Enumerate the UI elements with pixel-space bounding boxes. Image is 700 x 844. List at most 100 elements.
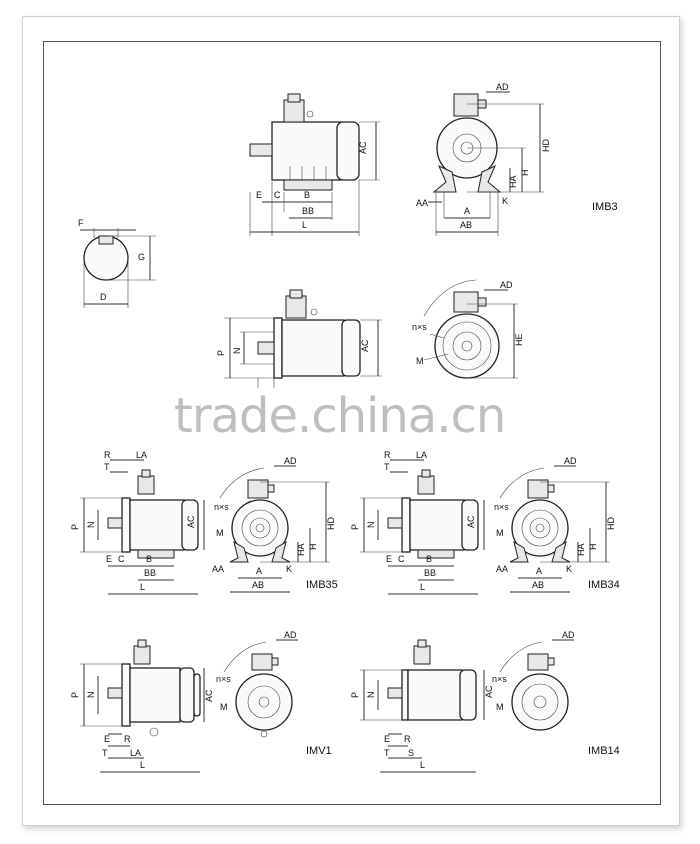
- dim-HD-b34: HD: [606, 517, 616, 530]
- drawing-sheet: E C B BB L AC AD HD H HA K AA A AB IMB3 …: [43, 41, 661, 805]
- dim-AC-v1: AC: [204, 689, 214, 702]
- dim-K: K: [502, 196, 508, 206]
- dim-AD-b34: AD: [564, 456, 577, 466]
- dim-H-b35: H: [308, 544, 318, 551]
- dim-A-b35: A: [256, 566, 262, 576]
- dim-P-b35: P: [70, 524, 80, 530]
- imb34-front-view: AD HD H HA K AA A AB n×s M IMB34: [494, 456, 620, 593]
- dim-LA-b34: LA: [416, 450, 427, 460]
- shaft-section: F G D: [78, 218, 156, 308]
- dim-AC-b34: AC: [466, 515, 476, 528]
- dim-AD-2: AD: [500, 280, 513, 290]
- imb14-front-view: AD n×s M IMB14: [492, 630, 620, 757]
- dim-BB-b34: BB: [424, 568, 436, 578]
- dim-M-b35: M: [216, 528, 224, 538]
- dim-P-v1: P: [70, 692, 80, 698]
- dim-nXs-b35: n×s: [214, 502, 229, 512]
- mount-label-imv1: IMV1: [306, 745, 332, 757]
- dim-M-v1: M: [220, 702, 228, 712]
- dim-LA-b35: LA: [136, 450, 147, 460]
- dim-G: G: [138, 252, 145, 262]
- dim-E-b35: E: [106, 554, 112, 564]
- dim-M: M: [416, 356, 424, 366]
- dim-BB: BB: [302, 206, 314, 216]
- dim-R-v1: R: [124, 734, 131, 744]
- dim-HA-b35: HA: [296, 543, 306, 556]
- dim-C-b34: C: [398, 554, 405, 564]
- dim-T-b14: T: [384, 748, 390, 758]
- dim-K-b35: K: [286, 564, 292, 574]
- mount-label-imb3: IMB3: [592, 201, 618, 213]
- dim-AD: AD: [496, 82, 509, 92]
- mount-label-imb34: IMB34: [588, 579, 620, 591]
- mount-label-imb35: IMB35: [306, 579, 338, 591]
- dim-AB: AB: [460, 220, 472, 230]
- dim-L-b35: L: [140, 582, 145, 592]
- dim-E-v1: E: [104, 734, 110, 744]
- dim-AD-v1: AD: [284, 630, 297, 640]
- dim-C: C: [274, 190, 281, 200]
- dim-E: E: [256, 190, 262, 200]
- imb14-side-view: P N AC E R T S L: [350, 639, 494, 773]
- dim-L: L: [302, 220, 307, 230]
- dim-R-b35: R: [104, 450, 111, 460]
- dim-N-b35: N: [86, 522, 96, 529]
- dim-HA-b34: HA: [576, 543, 586, 556]
- dim-A: A: [464, 206, 470, 216]
- dim-L-b34: L: [420, 582, 425, 592]
- dim-nXs-v1: n×s: [216, 674, 231, 684]
- dim-R-b34: R: [384, 450, 391, 460]
- dim-nXs: n×s: [412, 322, 427, 332]
- flange-side-view: P N AC: [216, 289, 382, 388]
- watermark: trade.china.cn: [174, 388, 505, 444]
- imb35-front-view: AD HD H HA K AA A AB n×s M IMB35: [212, 456, 338, 593]
- dim-N-b34: N: [366, 522, 376, 529]
- dim-A-b34: A: [536, 566, 542, 576]
- dim-AC-b14: AC: [484, 685, 494, 698]
- photo-frame: E C B BB L AC AD HD H HA K AA A AB IMB3 …: [22, 16, 680, 826]
- dim-AB-b35: AB: [252, 580, 264, 590]
- dim-F: F: [78, 218, 84, 228]
- dim-T-b35: T: [104, 462, 110, 472]
- dim-AC-2: AC: [360, 339, 370, 352]
- dim-HA: HA: [508, 175, 518, 188]
- imb34-side-view: R T LA P N AC E C B BB L: [350, 450, 485, 595]
- dim-B: B: [304, 190, 310, 200]
- dim-N-v1: N: [86, 692, 96, 699]
- dim-C-b35: C: [118, 554, 125, 564]
- imb3-front-view: AD HD H HA K AA A AB IMB3: [416, 82, 618, 236]
- dim-B-b34: B: [426, 554, 432, 564]
- dim-H-b34: H: [588, 544, 598, 551]
- dim-HE: HE: [514, 333, 524, 346]
- dim-HD: HD: [541, 139, 551, 152]
- dim-HD-b35: HD: [326, 517, 336, 530]
- imv1-side-view: P N AC E R T LA L: [70, 639, 214, 773]
- dim-nXs-b14: n×s: [492, 674, 507, 684]
- dim-nXs-b34: n×s: [494, 502, 509, 512]
- dim-P-b14: P: [350, 692, 360, 698]
- imv1-front-view: AD n×s M IMV1: [216, 630, 332, 757]
- dim-E-b34: E: [386, 554, 392, 564]
- dim-L-b14: L: [420, 760, 425, 770]
- dim-BB-b35: BB: [144, 568, 156, 578]
- dim-T-b34: T: [384, 462, 390, 472]
- dim-D: D: [100, 292, 107, 302]
- dim-AB-b34: AB: [532, 580, 544, 590]
- dim-P-b34: P: [350, 524, 360, 530]
- dim-AD-b14: AD: [562, 630, 575, 640]
- dim-AC-b35: AC: [186, 515, 196, 528]
- motor-dimension-drawings: E C B BB L AC AD HD H HA K AA A AB IMB3 …: [70, 82, 620, 773]
- mount-label-imb14: IMB14: [588, 745, 620, 757]
- dim-AC: AC: [358, 141, 368, 154]
- dim-LA-v1: LA: [130, 748, 141, 758]
- dim-P: P: [216, 350, 226, 356]
- dim-B-b35: B: [146, 554, 152, 564]
- dim-E-b14: E: [384, 734, 390, 744]
- dim-R-b14: R: [404, 734, 411, 744]
- dim-M-b34: M: [496, 528, 504, 538]
- dim-AA-b34: AA: [496, 564, 508, 574]
- dim-K-b34: K: [566, 564, 572, 574]
- dim-T-v1: T: [102, 748, 108, 758]
- dim-AA-b35: AA: [212, 564, 224, 574]
- imb35-side-view: R T LA P N AC E C B BB L: [70, 450, 205, 595]
